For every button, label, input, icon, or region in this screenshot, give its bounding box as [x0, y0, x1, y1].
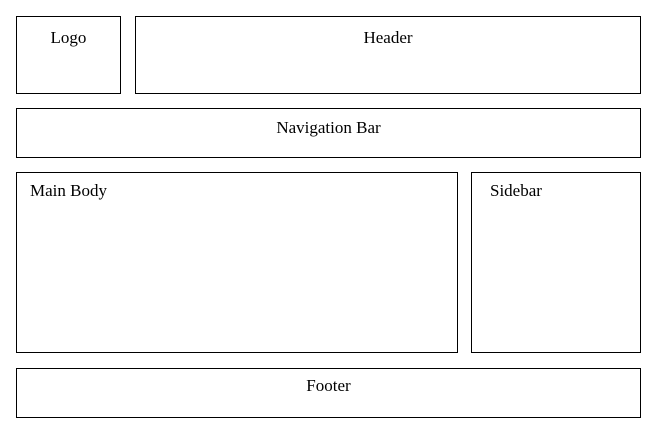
logo-label: Logo	[50, 28, 87, 47]
sidebar-box: Sidebar	[471, 172, 641, 353]
navigation-bar-box: Navigation Bar	[16, 108, 641, 158]
navigation-bar-label: Navigation Bar	[276, 118, 381, 137]
logo-box: Logo	[16, 16, 121, 94]
footer-label: Footer	[306, 376, 351, 395]
header-label: Header	[363, 28, 413, 47]
main-body-label: Main Body	[30, 181, 107, 200]
footer-box: Footer	[16, 368, 641, 418]
sidebar-label: Sidebar	[490, 181, 542, 200]
header-box: Header	[135, 16, 641, 94]
main-body-box: Main Body	[16, 172, 458, 353]
